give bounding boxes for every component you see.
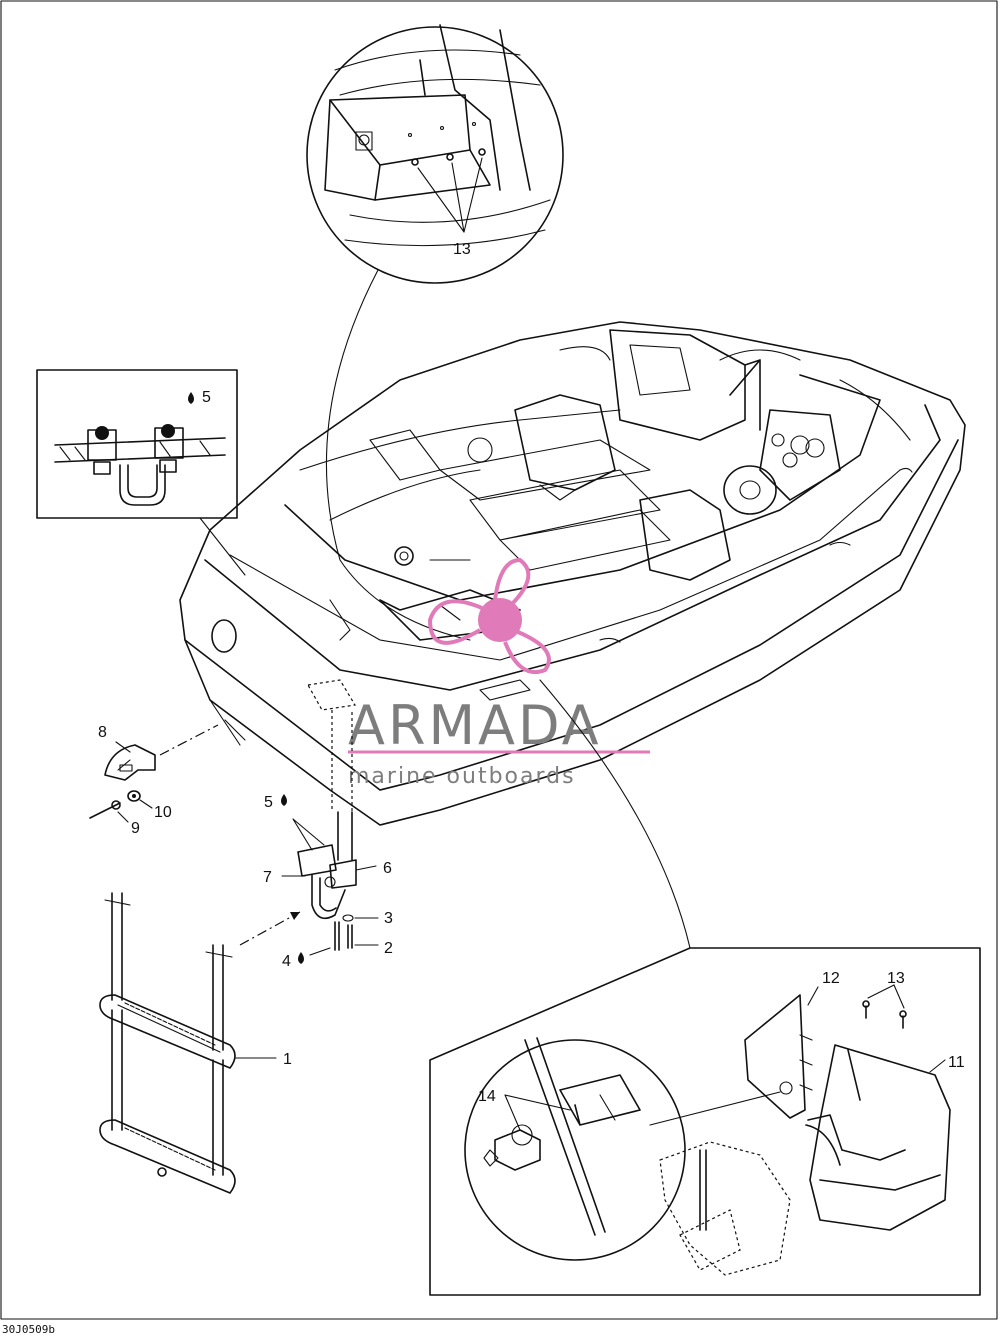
leader-10 [139,799,153,809]
ladder-mount-arrow-line [239,911,301,946]
washer-10 [127,790,141,802]
boat-illustration [179,321,966,826]
stern-handle-part [104,744,156,781]
leader-6 [355,865,377,871]
callout-3: 3 [384,910,393,927]
watermark-tagline: marine outboards [348,764,576,789]
callout-4: 4 [282,953,291,970]
callout-1: 1 [283,1051,292,1068]
callout-7: 7 [263,869,272,886]
callout-6: 6 [383,860,392,877]
callout-13-bottom: 13 [887,970,905,987]
callout-5-box: 5 [202,389,211,406]
detail-box-bottom: 14 12 13 11 [429,947,981,1296]
ladder-mount-bracket [297,811,357,951]
callout-2: 2 [384,940,393,957]
drop-icon [298,952,304,964]
callout-11: 11 [948,1054,965,1071]
arrow-head-icon [290,912,300,920]
sealant-detail-box: 5 [36,369,238,519]
callout-10: 10 [154,804,172,821]
screw-9 [89,800,121,819]
leader-4 [309,947,331,956]
boarding-ladder [99,892,236,1194]
screw-group-top [407,121,486,166]
watermark-brand: ARMADA [348,694,602,757]
callout-12: 12 [822,970,840,987]
leader-inset-connector [649,1091,781,1126]
callout-9: 9 [131,820,140,837]
leader-sealant-box [199,517,246,576]
leader-5-bracket [292,818,325,851]
drop-icon [188,392,194,404]
handle-centerline [159,724,219,756]
callout-14: 14 [478,1088,496,1105]
leader-bottom-detail [539,679,691,949]
mount-centerline [331,710,353,812]
detail-circle-top: 13 [306,24,564,284]
leader-12 [807,986,819,1006]
callout-5-bracket: 5 [264,794,273,811]
callout-13-top: 13 [453,241,471,258]
leader-11 [929,1059,946,1073]
leader-8 [115,741,131,753]
armada-logo-mark [427,557,551,674]
leader-9 [117,811,129,823]
leader-13-bottom [867,984,905,1009]
callout-8: 8 [98,724,107,741]
leader-top-detail [325,269,471,641]
drop-icon [281,794,287,806]
drawing-code: 30J0509b [2,1323,55,1336]
